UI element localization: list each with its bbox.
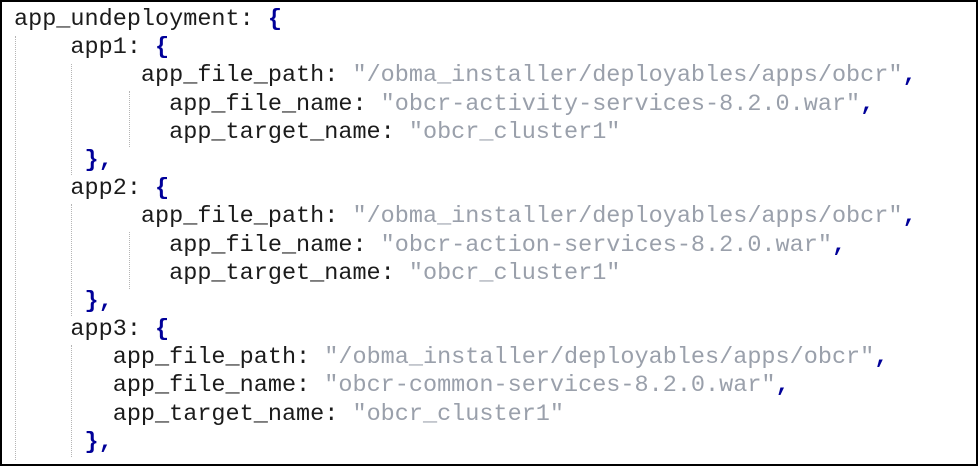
indent-guide bbox=[71, 204, 72, 316]
string-literal: "/obma_installer/deployables/apps/obcr" bbox=[324, 344, 875, 372]
code-line: }, bbox=[14, 429, 976, 457]
brace-punctuation: }, bbox=[84, 428, 113, 456]
code-line: app_file_name: "obcr-common-services-8.2… bbox=[14, 372, 976, 400]
config-key: app_file_path: bbox=[14, 203, 353, 231]
string-literal: "obcr-action-services-8.2.0.war" bbox=[380, 231, 832, 259]
code-line: app3: { bbox=[14, 316, 976, 344]
code-line: app2: { bbox=[14, 175, 976, 203]
brace-punctuation: , bbox=[860, 90, 875, 118]
string-literal: "obcr-activity-services-8.2.0.war" bbox=[380, 90, 861, 118]
string-literal: "/obma_installer/deployables/apps/obcr" bbox=[352, 203, 903, 231]
code-line: app_target_name: "obcr_cluster1" bbox=[14, 260, 976, 288]
code-line: app_file_path: "/obma_installer/deployab… bbox=[14, 344, 976, 372]
brace-punctuation: , bbox=[874, 344, 889, 372]
code-line: }, bbox=[14, 288, 976, 316]
code-line: app_target_name: "obcr_cluster1" bbox=[14, 119, 976, 147]
config-key: app2: bbox=[14, 175, 156, 203]
config-key: app_file_path: bbox=[14, 344, 325, 372]
indent-guide bbox=[129, 232, 130, 289]
brace-punctuation: { bbox=[155, 175, 170, 203]
config-key bbox=[14, 429, 85, 456]
string-literal: "obcr_cluster1" bbox=[408, 259, 621, 287]
code-line: }, bbox=[14, 147, 976, 175]
config-key bbox=[14, 288, 85, 315]
brace-punctuation: , bbox=[831, 231, 847, 259]
brace-punctuation: { bbox=[155, 34, 170, 62]
brace-punctuation: { bbox=[155, 316, 170, 344]
config-key: app_target_name: bbox=[14, 400, 353, 428]
indent-guide bbox=[71, 345, 72, 457]
code-line: app1: { bbox=[14, 34, 976, 62]
string-literal: "/obma_installer/deployables/apps/obcr" bbox=[352, 62, 903, 90]
brace-punctuation: , bbox=[775, 372, 790, 400]
config-key bbox=[14, 147, 85, 174]
code-line: app_undeployment: { bbox=[14, 6, 976, 34]
config-key: app_undeployment: bbox=[14, 6, 268, 33]
code-line: app_file_path: "/obma_installer/deployab… bbox=[14, 62, 976, 90]
indent-guide bbox=[15, 36, 16, 460]
config-key: app_target_name: bbox=[14, 259, 409, 287]
brace-punctuation: }, bbox=[84, 287, 113, 315]
config-key: app3: bbox=[14, 316, 156, 344]
config-key: app_file_name: bbox=[14, 231, 381, 259]
code-line: app_file_name: "obcr-action-services-8.2… bbox=[14, 232, 976, 260]
brace-punctuation: }, bbox=[84, 146, 113, 174]
config-key: app_file_name: bbox=[14, 372, 325, 400]
brace-punctuation: , bbox=[902, 203, 917, 231]
config-key: app1: bbox=[14, 34, 156, 62]
code-line: app_file_name: "obcr-activity-services-8… bbox=[14, 91, 976, 119]
string-literal: "obcr-common-services-8.2.0.war" bbox=[324, 372, 776, 400]
code-line: app_file_path: "/obma_installer/deployab… bbox=[14, 203, 976, 231]
string-literal: "obcr_cluster1" bbox=[352, 400, 565, 428]
config-key: app_target_name: bbox=[14, 118, 409, 146]
config-key: app_file_path: bbox=[14, 62, 353, 90]
indent-guide bbox=[71, 64, 72, 175]
code-lines[interactable]: app_undeployment: { app1: { app_file_pat… bbox=[2, 2, 976, 457]
code-line: app_target_name: "obcr_cluster1" bbox=[14, 401, 976, 429]
brace-punctuation: , bbox=[902, 62, 917, 90]
indent-guide bbox=[129, 91, 130, 147]
config-key: app_file_name: bbox=[14, 90, 381, 118]
brace-punctuation: { bbox=[267, 6, 282, 33]
string-literal: "obcr_cluster1" bbox=[408, 118, 621, 146]
